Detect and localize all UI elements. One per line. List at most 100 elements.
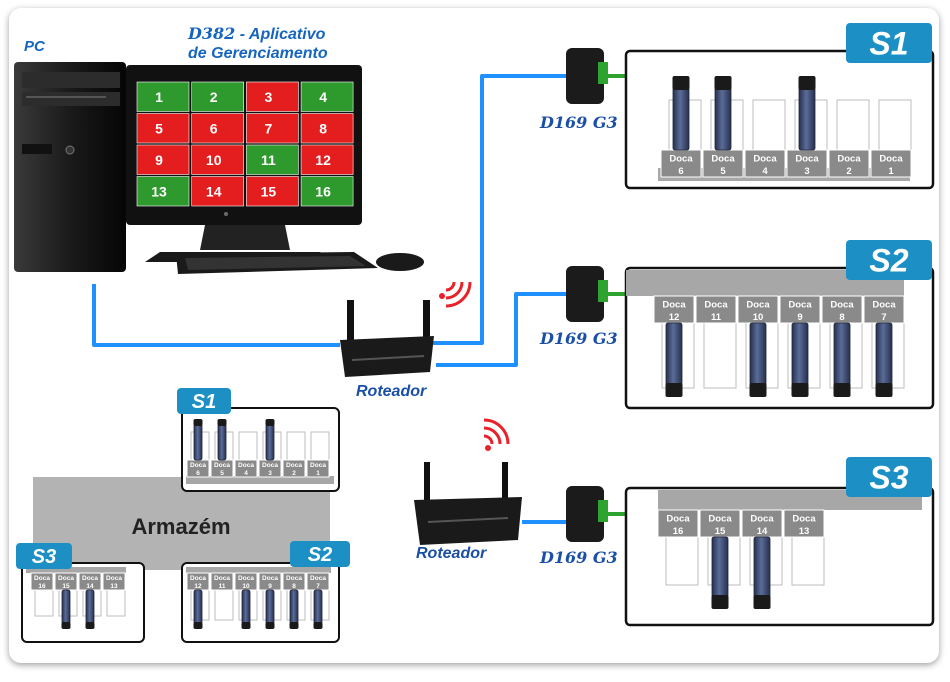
- dock-word: Doca: [310, 462, 326, 469]
- dock-word: Doca: [262, 462, 278, 469]
- dock-number: 2: [846, 166, 851, 177]
- dock-number: 1: [888, 166, 894, 177]
- truck: [313, 589, 323, 629]
- truck: [833, 322, 851, 397]
- truck: [289, 589, 299, 629]
- warehouse-block: Armazém: [33, 477, 330, 570]
- dock-number: 3: [268, 470, 272, 477]
- grid-tile-number: 15: [261, 183, 277, 199]
- pc-tower: [14, 62, 126, 272]
- dock-word: Doca: [746, 299, 770, 310]
- grid-tile: 6: [191, 113, 244, 144]
- app-title-line2: de Gerenciamento: [188, 45, 328, 62]
- dock-word: Doca: [82, 575, 98, 582]
- dock-word: Doca: [310, 575, 326, 582]
- grid-tile: 15: [246, 176, 299, 207]
- grid-tile-number: 1: [155, 89, 163, 105]
- grid-tile-number: 8: [319, 120, 327, 136]
- grid-tile-number: 2: [210, 89, 218, 105]
- dock-word: Doca: [669, 153, 693, 164]
- grid-tile: 11: [246, 144, 299, 175]
- dock-word: Doca: [214, 462, 230, 469]
- grid-tile-number: 12: [315, 152, 331, 168]
- grid-tile: 3: [246, 81, 299, 112]
- dock-word: Doca: [788, 299, 812, 310]
- truck: [85, 589, 95, 629]
- dock-word: Doca: [34, 575, 50, 582]
- truck: [672, 76, 690, 151]
- dock-word: Doca: [711, 153, 735, 164]
- link-pc-router: [92, 284, 340, 347]
- truck: [61, 589, 71, 629]
- dock-number: 14: [86, 583, 94, 590]
- grid-tile-number: 11: [261, 152, 276, 168]
- dock-number: 1: [316, 470, 320, 477]
- sector-badge: S2: [846, 240, 932, 280]
- truck: [711, 536, 729, 609]
- router-label-remote: Roteador: [416, 545, 487, 562]
- dock-word: Doca: [286, 575, 302, 582]
- grid-tile: 9: [136, 144, 190, 175]
- truck: [791, 322, 809, 397]
- app-title-line1: D382 - Aplicativo: [188, 24, 325, 44]
- dock-word: Doca: [58, 575, 74, 582]
- dock-number: 8: [839, 312, 844, 323]
- grid-tile-number: 10: [206, 152, 222, 168]
- dock-number: 16: [38, 583, 46, 590]
- sector-badge: S2: [290, 541, 350, 567]
- truck: [193, 589, 203, 629]
- dock-word: Doca: [792, 513, 816, 524]
- grid-tile-number: 3: [265, 89, 273, 105]
- grid-tile: 1: [136, 81, 190, 112]
- dock-word: Doca: [708, 513, 732, 524]
- d169-device-s3: [566, 486, 608, 542]
- dock-number: 6: [196, 470, 200, 477]
- dock-number: 4: [762, 166, 768, 177]
- grid-tile-number: 5: [155, 120, 163, 136]
- dock-word: Doca: [106, 575, 122, 582]
- sector-badge-label: S3: [32, 546, 56, 568]
- dock-word: Doca: [666, 513, 690, 524]
- dock-word: Doca: [837, 153, 861, 164]
- remote-router: [414, 462, 522, 545]
- device-label-s2: D169 G3: [540, 329, 618, 348]
- dock-word: Doca: [750, 513, 774, 524]
- grid-tile: 12: [300, 144, 354, 175]
- dock-word: Doca: [286, 462, 302, 469]
- warehouse-label: Armazém: [131, 514, 230, 539]
- wifi-icon-main: [445, 281, 472, 308]
- truck: [193, 419, 203, 461]
- d169-device-s1: [566, 48, 608, 104]
- grid-tile: 4: [300, 81, 354, 112]
- link-router-s2: [436, 292, 566, 367]
- grid-tile-number: 7: [265, 120, 273, 136]
- grid-tile: 10: [191, 144, 244, 175]
- truck: [241, 589, 251, 629]
- sector-badge: S3: [16, 543, 72, 569]
- grid-tile: 8: [300, 113, 354, 144]
- truck: [753, 536, 771, 609]
